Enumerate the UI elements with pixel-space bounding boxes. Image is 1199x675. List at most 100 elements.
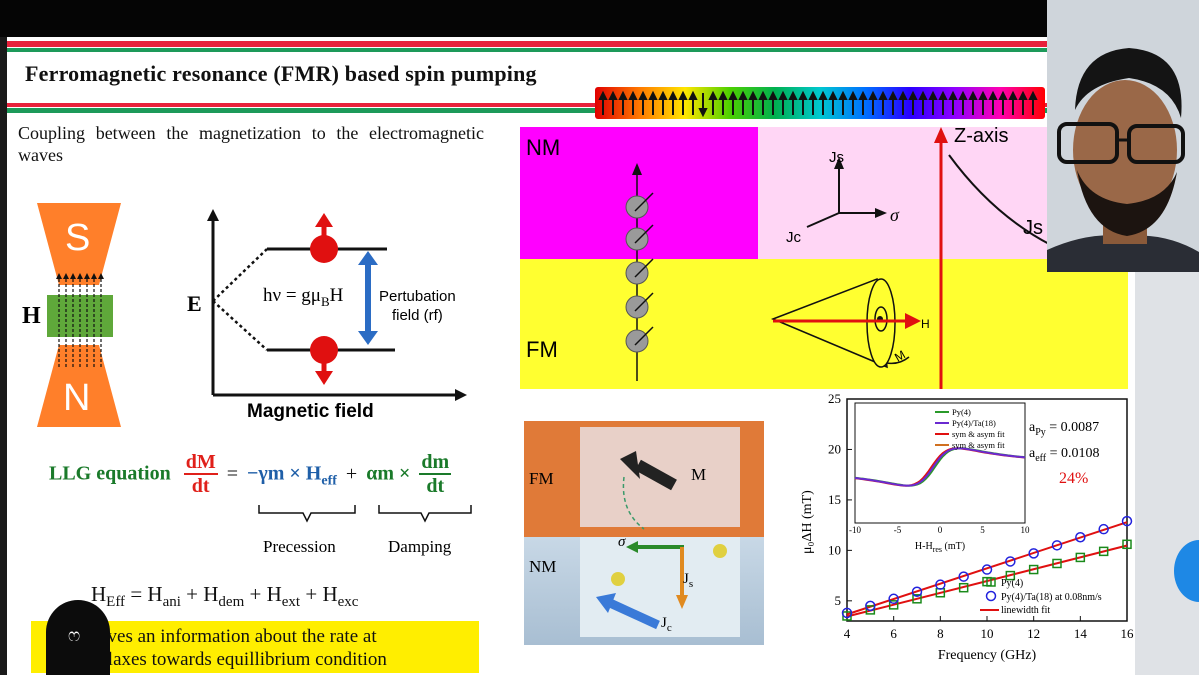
device-js-label: Js: [683, 571, 693, 590]
spin-arrow-head: [618, 90, 628, 100]
data-point-square: [1098, 546, 1109, 557]
heff-t1-sub: ani: [162, 594, 181, 611]
energy-axis-label: E: [187, 291, 202, 316]
fit-line: [846, 521, 1128, 616]
data-point-square: [1122, 539, 1132, 550]
device-nm-label: NM: [529, 557, 557, 576]
x-tick-label: 16: [1121, 626, 1135, 641]
nm-label: NM: [526, 135, 561, 160]
spin-arrow-head: [718, 90, 728, 100]
damping-note-line1: ng gives an information about the rate a…: [69, 626, 377, 647]
heff-plus2: +: [249, 582, 262, 606]
spin-arrow-head: [818, 90, 828, 100]
y-tick-label: 20: [828, 441, 841, 456]
llg-dt2: dt: [426, 475, 445, 497]
device-jc-main: J: [661, 615, 667, 631]
spin-arrow-head: [848, 90, 858, 100]
energy-level-diagram: [207, 209, 467, 401]
heff-t4-sub: exc: [337, 594, 359, 611]
llg-equals: =: [226, 462, 238, 485]
device-arrows: [596, 451, 727, 630]
damping-note-text: ng gives an information about the rate a…: [43, 625, 387, 671]
legend-label-fit: linewidth fit: [1001, 605, 1050, 616]
pink-region: [758, 127, 1048, 259]
legend-square: [986, 577, 996, 587]
data-point-circle: [911, 586, 923, 597]
y-tick-label: 25: [828, 391, 841, 406]
llg-dm: dm: [419, 451, 452, 475]
llg-damping-term: αm ×: [366, 462, 411, 485]
x-tick-label: 6: [890, 626, 897, 641]
x-tick-label: 4: [844, 626, 851, 641]
spin-arrow-head: [988, 90, 998, 100]
heff-equation: HEff = Hani + Hdem + Hext + Hexc: [91, 582, 358, 611]
spin-chain: [625, 163, 654, 381]
device-js-main: J: [683, 571, 689, 587]
inset-x-tick: 0: [938, 525, 943, 535]
spin-arrow-head: [808, 90, 818, 100]
spin-arrow-head: [698, 108, 708, 118]
spin-arrow-head: [648, 90, 658, 100]
spin-arrow-head: [868, 90, 878, 100]
inset-legend-label: Py(4)/Ta(18): [952, 418, 996, 428]
spin-arrow-head: [628, 90, 638, 100]
data-point-circle: [1121, 515, 1133, 527]
device-m-label: M: [691, 465, 707, 484]
coupling-text: Coupling between the magnetization to th…: [18, 123, 484, 165]
annotation-a-eff: aeff = 0.0108: [1029, 446, 1100, 464]
device-jc-label: Jc: [661, 615, 672, 634]
spin-arrow-head: [658, 90, 668, 100]
data-point-circle: [1005, 556, 1016, 567]
spin-arrow-head: [708, 90, 718, 100]
spin-arrow-head: [1008, 90, 1018, 100]
slide-title: Ferromagnetic resonance (FMR) based spin…: [25, 61, 537, 86]
data-point-square: [1052, 558, 1062, 569]
magnet-n-label: N: [63, 377, 91, 419]
spin-arrows: [598, 90, 1038, 118]
spin-arrow-head: [728, 90, 738, 100]
spin-arrow-head: [778, 90, 788, 100]
spin-arrow-head: [688, 90, 698, 100]
heff-lhs-sub: Eff: [106, 594, 126, 611]
inset-x-tick: -5: [894, 525, 902, 535]
device-js-sub: s: [688, 578, 694, 590]
data-point-circle: [981, 564, 993, 575]
js-axis-label: Js: [829, 149, 844, 166]
x-tick-label: 12: [1027, 626, 1040, 641]
resonance-equation: hν = gμBH: [263, 285, 343, 310]
chat-bubble-icon: ෆ: [68, 625, 81, 646]
data-point-circle: [935, 579, 946, 590]
axis-triad: [806, 157, 887, 228]
z-axis-arrow: [934, 127, 1052, 389]
chat-bubble-overlay[interactable]: ෆ: [46, 600, 110, 675]
magnet-n-pole: [37, 345, 121, 427]
spin-arrow-head: [678, 90, 688, 100]
data-point-circle: [888, 593, 899, 605]
slide: Ferromagnetic resonance (FMR) based spin…: [7, 37, 1135, 675]
red-stripe-lower: [7, 103, 1047, 107]
annotation-percent: 24%: [1059, 470, 1088, 487]
data-point-square: [912, 594, 922, 604]
data-point-circle: [1098, 523, 1109, 535]
spin-arrow-head: [898, 90, 908, 100]
inset-legend-label: sym & asym fit: [952, 440, 1005, 450]
magnet-field-label: H: [22, 303, 41, 329]
inset-legend-label: Py(4): [952, 407, 971, 417]
top-bar: [0, 0, 1199, 37]
x-axis-label: Frequency (GHz): [938, 648, 1037, 663]
data-point-circle: [1028, 548, 1039, 559]
llg-plus: +: [345, 462, 358, 485]
spin-arrow-head: [908, 90, 918, 100]
x-tick-label: 8: [937, 626, 944, 641]
y-tick-label: 5: [835, 593, 842, 608]
data-point-circle: [1051, 540, 1063, 551]
device-sigma-label: σ: [618, 534, 626, 550]
x-tick-label: 14: [1074, 626, 1088, 641]
spin-arrow-head: [968, 90, 978, 100]
spin-arrow-head: [888, 90, 898, 100]
data-point-circle: [865, 600, 876, 612]
magnet-diagram: [37, 203, 121, 427]
spin-arrow-head: [758, 90, 768, 100]
